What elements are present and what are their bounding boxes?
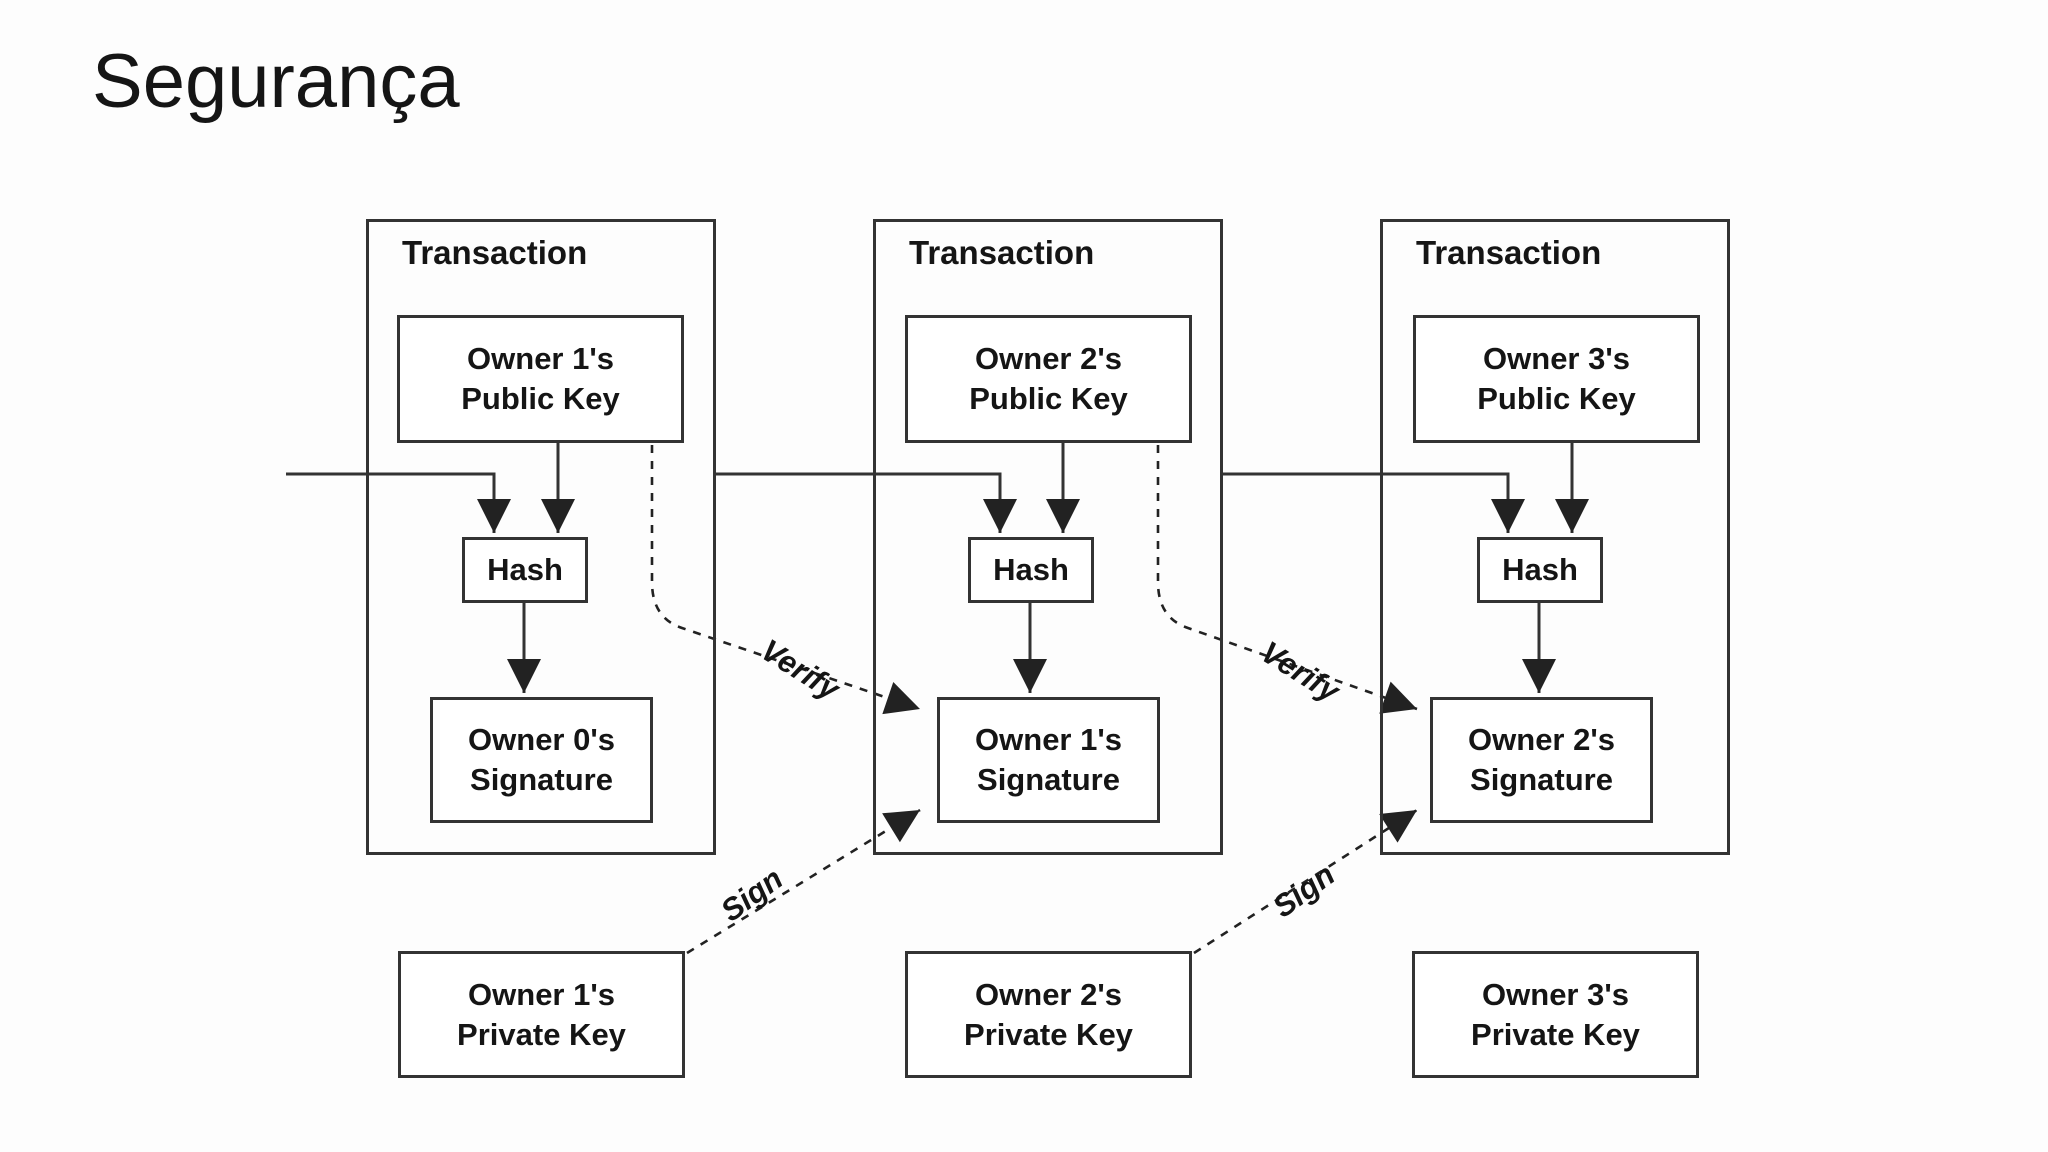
public-key-type: Public Key (461, 381, 620, 416)
transaction-box-1 (366, 219, 716, 855)
public-key-box-2: Owner 2's Public Key (905, 315, 1192, 443)
public-key-owner: Owner 2's (975, 341, 1122, 377)
public-key-type: Public Key (1477, 381, 1636, 416)
transaction-box-3 (1380, 219, 1730, 855)
signature-box-3: Owner 2's Signature (1430, 697, 1653, 823)
hash-box-3: Hash (1477, 537, 1603, 603)
signature-owner: Owner 0's (468, 722, 615, 758)
signature-type: Signature (1470, 762, 1613, 797)
signature-box-2: Owner 1's Signature (937, 697, 1160, 823)
arrows-transaction-2 (716, 443, 1080, 693)
private-key-owner: Owner 3's (1482, 976, 1629, 1012)
private-key-type: Private Key (964, 1016, 1133, 1052)
private-key-box-2: Owner 2's Private Key (905, 951, 1192, 1078)
hash-box-2: Hash (968, 537, 1094, 603)
private-key-box-1: Owner 1's Private Key (398, 951, 685, 1078)
transaction-label-2: Transaction (909, 234, 1095, 271)
transaction-label-3: Transaction (1416, 234, 1602, 271)
hash-box-1: Hash (462, 537, 588, 603)
signature-type: Signature (977, 762, 1120, 797)
hash-label: Hash (993, 552, 1069, 588)
arrows-transaction-3 (1223, 443, 1589, 693)
page-title: Segurança (92, 39, 460, 124)
transaction-label-1: Transaction (402, 234, 588, 271)
private-key-box-3: Owner 3's Private Key (1412, 951, 1699, 1078)
public-key-box-1: Owner 1's Public Key (397, 315, 684, 443)
private-key-type: Private Key (457, 1016, 626, 1052)
public-key-owner: Owner 3's (1483, 341, 1630, 377)
private-key-owner: Owner 1's (468, 976, 615, 1012)
transaction-box-2 (873, 219, 1223, 855)
private-key-owner: Owner 2's (975, 976, 1122, 1012)
signature-type: Signature (470, 762, 613, 797)
signature-owner: Owner 2's (1468, 722, 1615, 758)
hash-label: Hash (1502, 552, 1578, 588)
signature-box-1: Owner 0's Signature (430, 697, 653, 823)
arrows-transaction-1 (286, 443, 575, 693)
public-key-type: Public Key (969, 381, 1128, 416)
sign-arrows (686, 808, 1418, 955)
signature-owner: Owner 1's (975, 722, 1122, 758)
verify-arrows (650, 445, 1418, 715)
public-key-box-3: Owner 3's Public Key (1413, 315, 1700, 443)
hash-label: Hash (487, 552, 563, 588)
public-key-owner: Owner 1's (467, 341, 614, 377)
private-key-type: Private Key (1471, 1016, 1640, 1052)
